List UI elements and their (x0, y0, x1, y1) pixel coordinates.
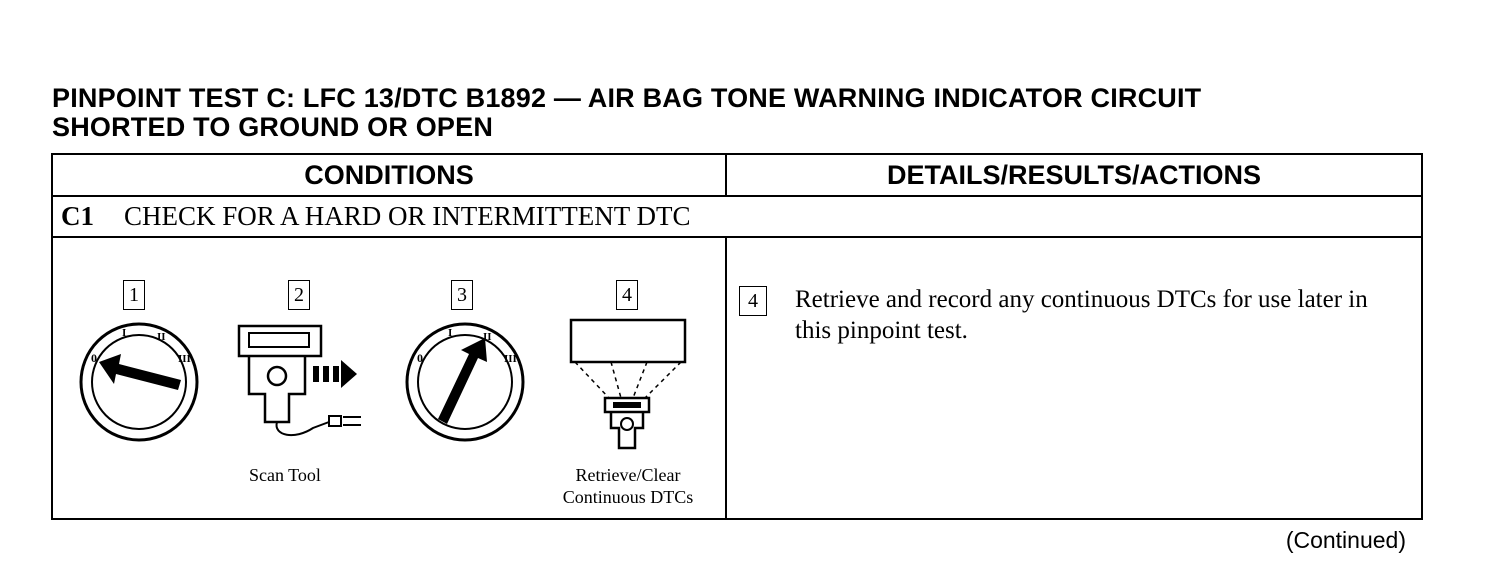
svg-text:II: II (483, 331, 492, 343)
caption-retrieve-clear: Retrieve/Clear Continuous DTCs (548, 464, 708, 508)
header-conditions: CONDITIONS (51, 153, 727, 197)
caption-retrieve-clear-line-1: Retrieve/Clear (575, 465, 681, 485)
conditions-cell: 1 0 I II III 2 (51, 236, 727, 520)
step-label: CHECK FOR A HARD OR INTERMITTENT DTC (124, 201, 691, 231)
svg-text:III: III (504, 353, 517, 365)
svg-text:I: I (448, 327, 452, 339)
condition-number-4: 4 (616, 280, 638, 310)
svg-text:III: III (178, 353, 191, 365)
condition-number-1: 1 (123, 280, 145, 310)
step-row-c1: C1 CHECK FOR A HARD OR INTERMITTENT DTC (51, 195, 1423, 238)
caption-retrieve-clear-line-2: Continuous DTCs (562, 487, 694, 507)
step-code: C1 (61, 201, 94, 231)
details-cell: 4 Retrieve and record any continuous DTC… (725, 236, 1423, 520)
svg-text:0: 0 (91, 351, 97, 365)
ignition-off-icon: 0 I II III (79, 322, 199, 442)
continued-label: (Continued) (1285, 527, 1406, 553)
title-line-2: SHORTED TO GROUND OR OPEN (52, 112, 494, 142)
action-text: Retrieve and record any continuous DTCs … (795, 286, 1368, 344)
caption-scan-tool: Scan Tool (249, 465, 321, 485)
svg-text:I: I (122, 327, 126, 339)
svg-text:II: II (157, 331, 166, 343)
pinpoint-test-title: PINPOINT TEST C: LFC 13/DTC B1892 — AIR … (52, 84, 1201, 142)
retrieve-clear-dtcs-icon (569, 318, 687, 450)
condition-number-3: 3 (451, 280, 473, 310)
scan-tool-icon (237, 324, 361, 437)
ignition-run-icon: 0 I II III (405, 322, 525, 442)
condition-number-2: 2 (288, 280, 310, 310)
title-line-1: PINPOINT TEST C: LFC 13/DTC B1892 — AIR … (52, 83, 1202, 113)
svg-text:0: 0 (417, 351, 423, 365)
header-details: DETAILS/RESULTS/ACTIONS (725, 153, 1423, 197)
action-number: 4 (739, 286, 767, 316)
pinpoint-test-table: CONDITIONS DETAILS/RESULTS/ACTIONS C1 CHE… (51, 153, 1423, 520)
